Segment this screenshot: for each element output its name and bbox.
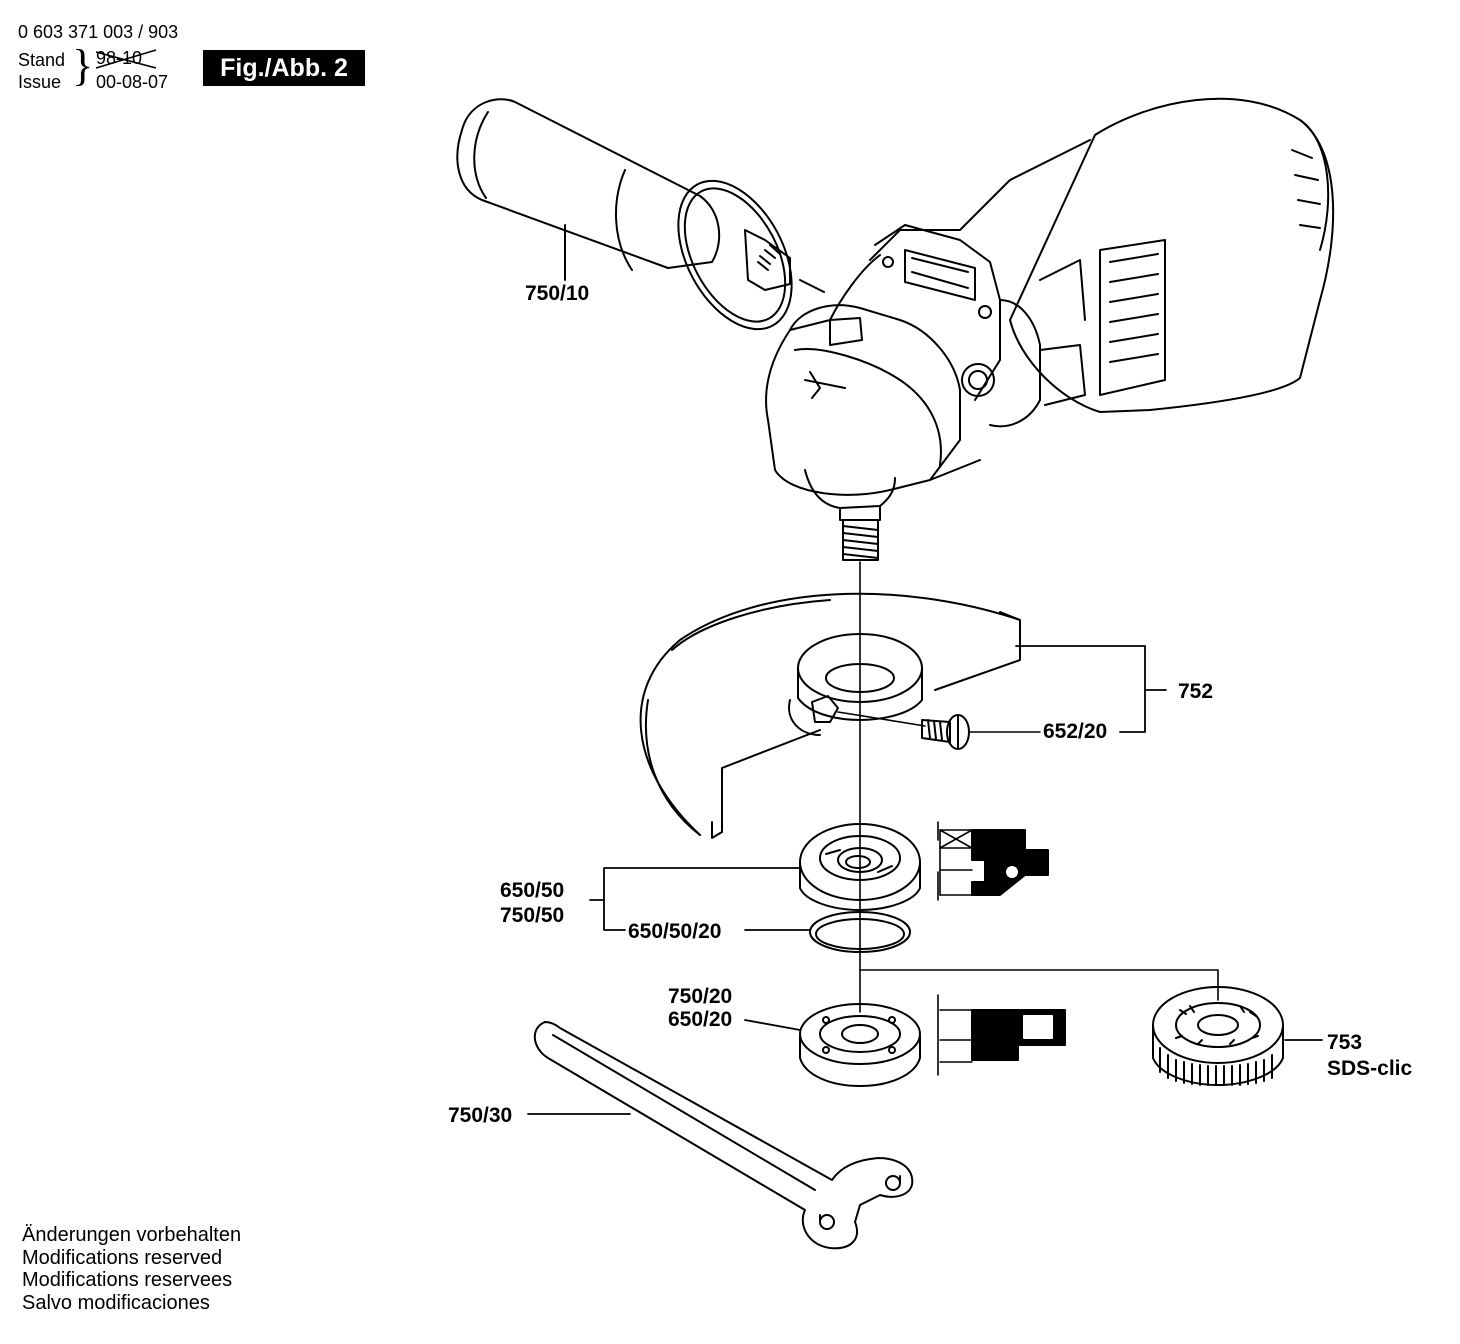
figure-badge: Fig./Abb. 2 (203, 50, 365, 86)
label-nut-a: 750/20 (668, 985, 732, 1008)
label-spanner: 750/30 (448, 1104, 512, 1127)
label-sds-number: 753 (1327, 1031, 1362, 1054)
label-guard: 752 (1178, 680, 1213, 703)
label-o-ring: 650/50/20 (628, 920, 721, 943)
guard-drawing (639, 592, 1021, 839)
note-de: Änderungen vorbehalten (22, 1224, 242, 1246)
issue-label: Issue (18, 72, 62, 92)
flange-section-icon (937, 821, 1049, 901)
sds-clic-nut-drawing (859, 969, 1284, 1086)
nut-section-icon (937, 994, 1066, 1076)
side-handle-drawing (456, 98, 825, 331)
note-es: Salvo modificaciones (22, 1291, 210, 1314)
strikethrough-icon (95, 49, 157, 69)
label-flange-b: 750/50 (500, 904, 564, 927)
leader-lines (527, 645, 1323, 1115)
issue-date: 00-08-07 (96, 72, 169, 92)
note-fr: Modifications reservees (22, 1269, 233, 1291)
guard-screw-drawing (921, 714, 1041, 750)
document-number: 0 603 371 003 / 903 (18, 22, 179, 42)
grinder-body-drawing (765, 97, 1335, 561)
note-en: Modifications reserved (22, 1246, 223, 1269)
brace-icon: } (72, 41, 94, 90)
modifications-notice: Änderungen vorbehalten Modifications res… (22, 1224, 241, 1314)
stand-label: Stand (18, 50, 66, 70)
nut-drawing (799, 1003, 921, 1087)
label-nut-b: 650/20 (668, 1008, 732, 1031)
spanner-drawing (533, 1021, 914, 1250)
label-flange-a: 650/50 (500, 879, 564, 902)
label-guard-screw: 652/20 (1043, 720, 1107, 743)
label-sds-name: SDS-clic (1327, 1057, 1413, 1080)
label-side-handle: 750/10 (525, 282, 589, 305)
flange-drawing (799, 823, 921, 911)
o-ring-drawing (809, 911, 911, 953)
